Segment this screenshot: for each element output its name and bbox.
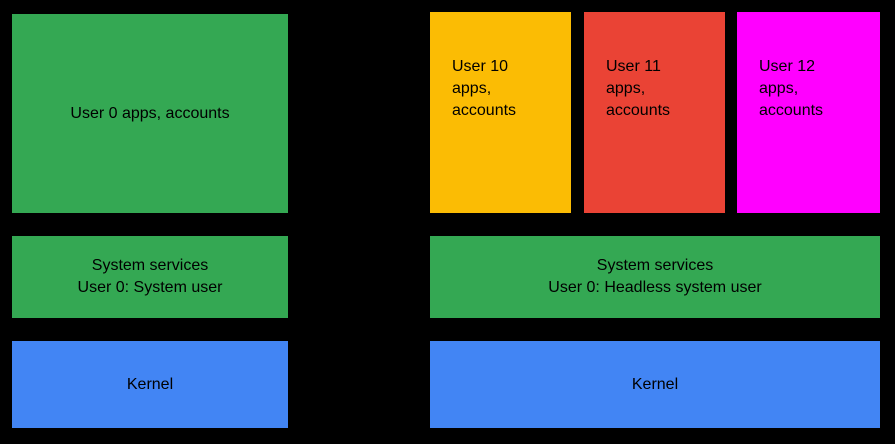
right-kernel-label: Kernel xyxy=(631,375,679,393)
right-user10-box: User 10 apps, accounts xyxy=(430,12,571,213)
right-user11-box: User 11 apps, accounts xyxy=(584,12,725,213)
left-kernel-box: Kernel xyxy=(12,341,288,428)
left-system-services-label: System services User 0: System user xyxy=(77,257,223,296)
right-user12-label: User 12 apps, accounts xyxy=(759,58,824,119)
right-user11-label: User 11 apps, accounts xyxy=(606,58,671,119)
left-system-services-box: System services User 0: System user xyxy=(12,236,288,318)
right-user10-label: User 10 apps, accounts xyxy=(452,58,517,119)
right-system-services-box: System services User 0: Headless system … xyxy=(430,236,880,318)
right-kernel-box: Kernel xyxy=(430,341,880,428)
left-user0-apps-box: User 0 apps, accounts xyxy=(12,14,288,213)
left-user0-apps-label: User 0 apps, accounts xyxy=(70,104,230,122)
left-kernel-label: Kernel xyxy=(126,375,174,393)
right-user12-box: User 12 apps, accounts xyxy=(737,12,880,213)
right-system-services-label: System services User 0: Headless system … xyxy=(548,257,762,296)
